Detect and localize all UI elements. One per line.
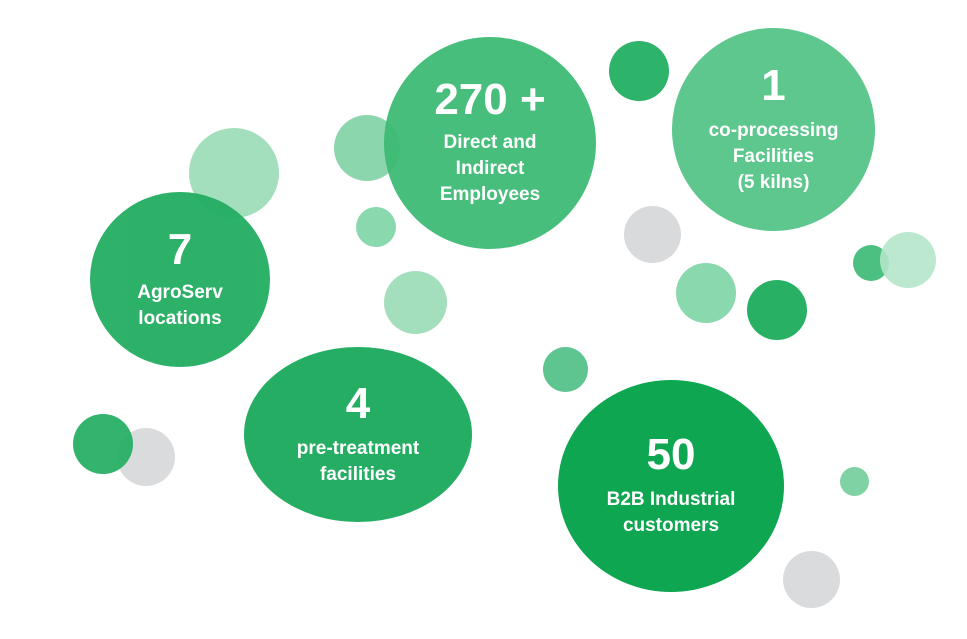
decor-dot [783, 551, 840, 608]
stat-value: 1 [761, 60, 786, 110]
stat-label: B2B Industrial customers [606, 489, 736, 536]
stat-value: 270 + [434, 75, 546, 124]
stat-label: pre-treatment facilities [296, 437, 420, 485]
decor-dot [747, 280, 807, 340]
stat-bubble-coprocessing: 1 co-processing Facilities (5 kilns) [672, 28, 875, 231]
stat-bubble-employees: 270 + Direct and Indirect Employees [384, 37, 596, 249]
stat-label: co-processing Facilities (5 kilns) [708, 119, 839, 193]
decor-dot [676, 263, 736, 323]
stat-bubble-pretreatment: 4 pre-treatment facilities [244, 347, 472, 522]
decor-dot [609, 41, 669, 101]
decor-dot [880, 232, 936, 288]
stat-bubble-b2b-customers: 50 B2B Industrial customers [558, 380, 784, 592]
decor-dot [73, 414, 133, 474]
stat-bubble-agroserv: 7 AgroServ locations [90, 192, 270, 367]
stat-value: 50 [646, 430, 696, 479]
stat-label: Direct and Indirect Employees [439, 132, 541, 205]
decor-dot [624, 206, 681, 263]
stat-label: AgroServ locations [137, 281, 223, 329]
decor-dot [543, 347, 588, 392]
stat-value: 7 [167, 224, 193, 274]
stat-value: 4 [345, 378, 371, 428]
decor-dot [356, 207, 396, 247]
decor-dot [384, 271, 447, 334]
decor-dot [840, 467, 869, 496]
